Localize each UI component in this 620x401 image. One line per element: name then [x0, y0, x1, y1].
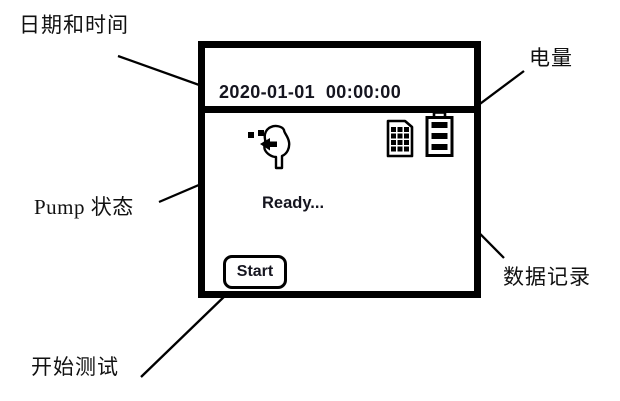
start-button[interactable]: Start — [223, 255, 287, 289]
annotation-data-log: 数据记录 — [503, 265, 591, 289]
data-log-icon — [386, 119, 414, 158]
leader-line-start — [140, 291, 230, 378]
annotation-pump-status: Pump 状态 — [34, 195, 134, 219]
annotation-battery: 电量 — [529, 46, 573, 70]
battery-icon — [425, 111, 454, 157]
datetime-bar: 2020-01-01 00:00:00 — [205, 48, 474, 113]
datetime-text: 2020-01-01 00:00:00 — [219, 82, 402, 102]
device-screen: 2020-01-01 00:00:00 R — [198, 41, 481, 298]
annotation-date-time: 日期和时间 — [19, 13, 129, 37]
annotation-start-test: 开始测试 — [31, 355, 119, 379]
status-text: Ready... — [262, 194, 325, 212]
pump-status-icon — [248, 124, 291, 170]
